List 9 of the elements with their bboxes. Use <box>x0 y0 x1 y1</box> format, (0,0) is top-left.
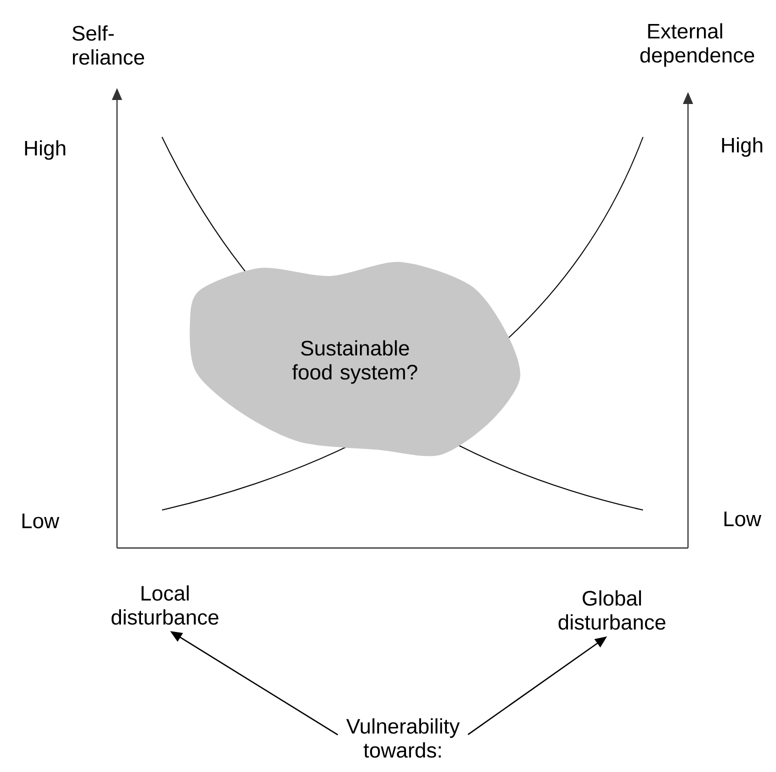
axis-level-label: Low <box>724 512 762 526</box>
axis-title: External dependence <box>640 23 754 67</box>
text-label: Vulnerability towards: <box>346 718 460 758</box>
text-label: Local disturbance <box>112 585 218 625</box>
axis-level-label: High <box>25 140 66 160</box>
axis-level-label: High <box>722 137 762 157</box>
axis-title: Self-reliance <box>72 25 144 65</box>
axis-level-label: Low <box>22 514 60 528</box>
text-label: Global disturbance <box>558 590 666 630</box>
